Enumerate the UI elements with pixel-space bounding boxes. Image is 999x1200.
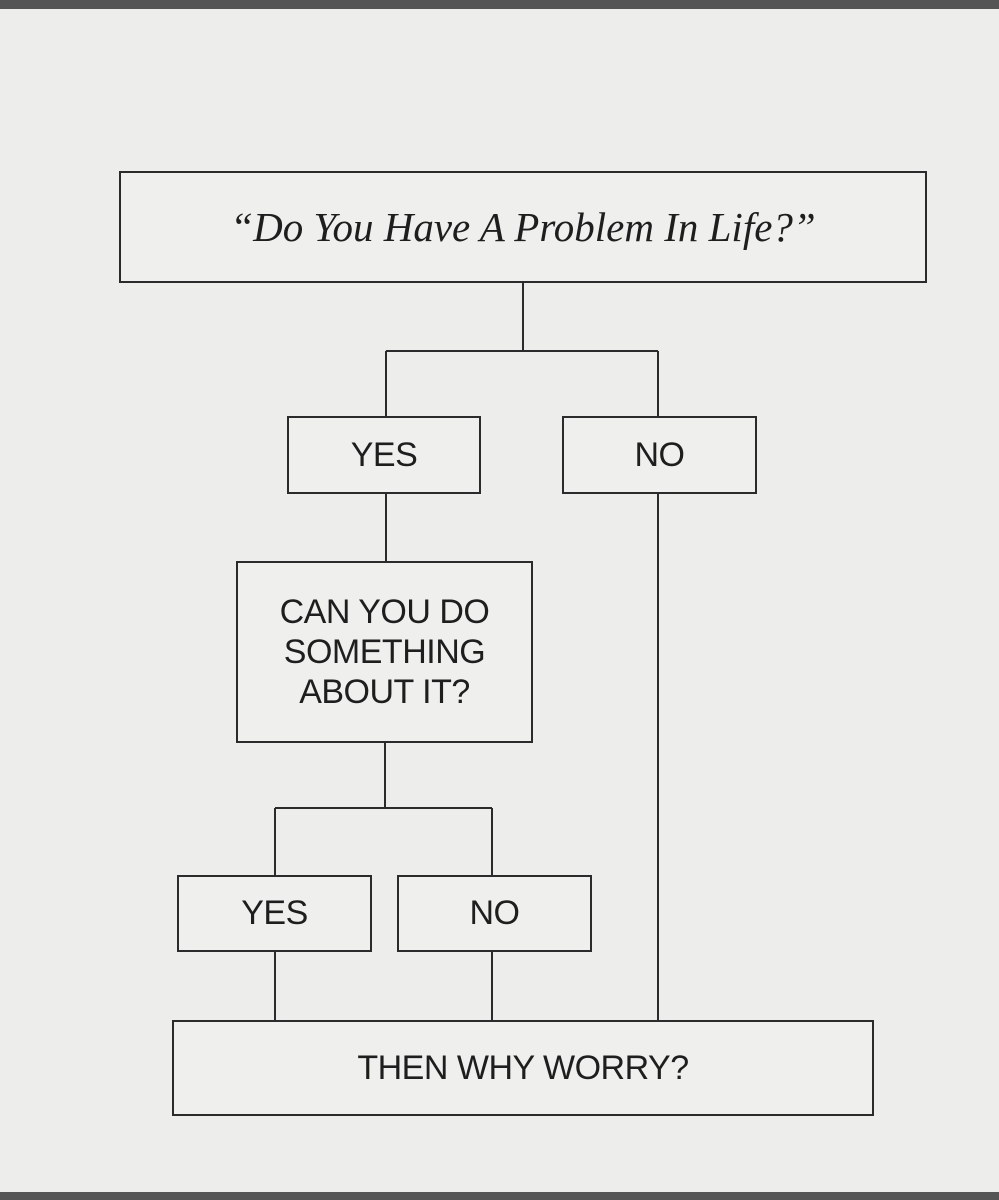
first-no-box: NO xyxy=(562,416,757,494)
top-frame-border xyxy=(0,0,999,9)
conclusion-text: THEN WHY WORRY? xyxy=(357,1048,689,1087)
second-question-text: CAN YOU DO SOMETHING ABOUT IT? xyxy=(279,592,490,712)
second-no-box: NO xyxy=(397,875,592,952)
question-text: “Do You Have A Problem In Life?” xyxy=(230,203,816,250)
first-no-label: NO xyxy=(634,435,686,474)
first-yes-label: YES xyxy=(350,435,418,474)
second-yes-box: YES xyxy=(177,875,372,952)
second-no-label: NO xyxy=(469,894,521,933)
bottom-frame-border xyxy=(0,1192,999,1200)
first-yes-box: YES xyxy=(287,416,481,494)
conclusion-box: THEN WHY WORRY? xyxy=(172,1020,874,1116)
second-question-box: CAN YOU DO SOMETHING ABOUT IT? xyxy=(236,561,533,743)
second-yes-label: YES xyxy=(241,894,308,933)
question-box: “Do You Have A Problem In Life?” xyxy=(119,171,927,283)
